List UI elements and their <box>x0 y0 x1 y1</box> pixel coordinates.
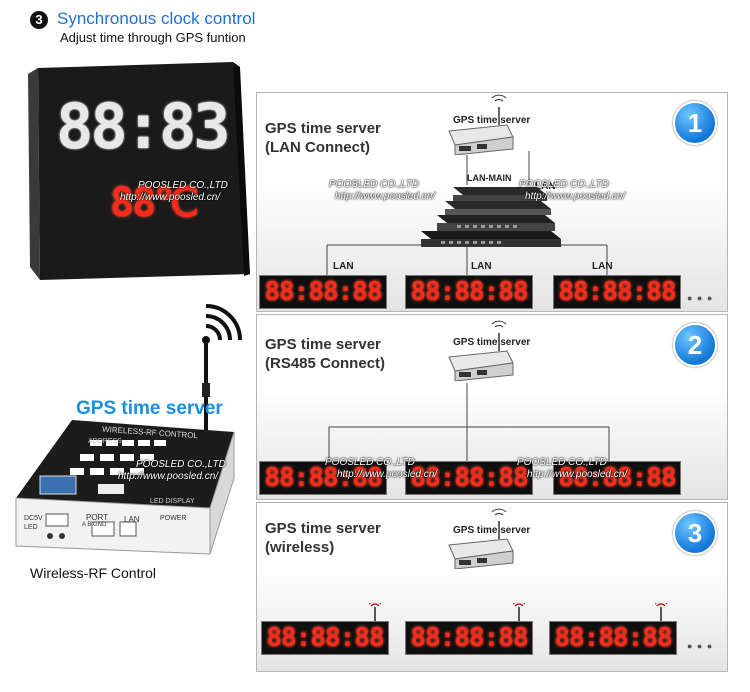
gps-server-device-icon <box>448 508 514 569</box>
led-clock-display: 88:88:88 <box>405 621 533 655</box>
step-number-badge: 3 <box>30 11 48 29</box>
device-dc5v-label: DC5V <box>24 515 43 522</box>
section-title: Synchronous clock control <box>57 9 256 28</box>
panel-wireless: GPS time server (wireless) 3 GPS time se… <box>256 502 728 672</box>
watermark-company: POOSLED CO.,LTD <box>519 179 609 190</box>
lan-label: LAN <box>592 261 613 272</box>
led-clock-display: 88:88:88 <box>261 621 389 655</box>
led-clock-display: 88:88:88 <box>405 275 533 309</box>
wireless-rf-device: WIRELESS-RF CONTROL ADDRESS DC5V LED POR… <box>10 418 242 558</box>
device-led-display-label: LED DISPLAY <box>150 498 195 505</box>
watermark-company: POOSLED CO.,LTD <box>138 180 228 191</box>
panel-number-badge: 1 <box>673 101 717 145</box>
led-clock-display: 88:88:88 <box>405 461 533 495</box>
panel-number-badge: 3 <box>673 511 717 555</box>
device-power-label: POWER <box>160 515 187 522</box>
led-clock-display: 88:88:88 <box>259 275 387 309</box>
gps-server-label: GPS time server <box>453 115 531 126</box>
panel-title: GPS time server (LAN Connect) <box>265 120 381 156</box>
watermark-url: http://www.poosled.cn/ <box>120 192 221 203</box>
gps-server-label: GPS time server <box>453 337 531 348</box>
lan-main-label: LAN-MAIN <box>467 173 512 183</box>
device-pins-label: A B GND <box>82 522 107 528</box>
gps-server-label: GPS time server <box>453 525 531 536</box>
gps-server-device-icon <box>448 320 514 381</box>
watermark-company: POOSLED CO.,LTD <box>325 457 415 468</box>
watermark-url: http://www.poosled.cn/ <box>337 469 438 480</box>
gps-server-device-icon <box>448 94 514 155</box>
lan-label: LAN <box>333 261 354 272</box>
led-clock-display: 88:88:88 <box>553 275 681 309</box>
device-lan-label: LAN <box>124 515 140 524</box>
watermark-url: http://www.poosled.cn/ <box>335 191 436 202</box>
panel-lan-connect: GPS time server (LAN Connect) 1 GPS time… <box>256 92 728 312</box>
panel-title: GPS time server (wireless) <box>265 520 381 556</box>
antenna-icon <box>513 603 525 621</box>
wireless-signal-icon <box>202 304 242 344</box>
more-indicator-dots: ● ● ● <box>687 641 714 651</box>
section-subtitle: Adjust time through GPS funtion <box>60 30 246 45</box>
watermark-url: http://www.poosled.cn/ <box>525 191 626 202</box>
watermark-company: POOSLED CO.,LTD <box>517 457 607 468</box>
wireless-rf-caption: Wireless-RF Control <box>30 565 157 581</box>
led-clock-display: 88:88:88 <box>553 461 681 495</box>
panel-number-badge: 2 <box>673 323 717 367</box>
watermark-url: http://www.poosled.cn/ <box>118 471 219 482</box>
led-clock-display: 88:88:88 <box>549 621 677 655</box>
antenna-icon <box>369 603 381 621</box>
device-port-label: PORT <box>86 513 109 522</box>
watermark-company: POOSLED CO.,LTD <box>329 179 419 190</box>
gps-time-server-label: GPS time server <box>76 398 223 419</box>
watermark-company: POOSLED CO.,LTD <box>136 459 226 470</box>
lan-label: LAN <box>471 261 492 272</box>
antenna-icon <box>202 343 210 433</box>
watermark-url: http://www.poosled.cn/ <box>527 469 628 480</box>
clock-display-photo: 88:83 88℃ <box>28 62 250 280</box>
led-clock-display: 88:88:88 <box>259 461 387 495</box>
device-address-label: ADDRESS <box>88 438 122 445</box>
panel-title: GPS time server (RS485 Connect) <box>265 336 386 372</box>
panel-rs485-connect: GPS time server (RS485 Connect) 2 GPS ti… <box>256 314 728 500</box>
clock-temperature-digits: 88℃ <box>110 180 199 226</box>
clock-time-digits: 88:83 <box>56 90 231 163</box>
antenna-icon <box>655 603 667 621</box>
network-switch-icon <box>421 187 561 247</box>
lan-top-label: LAN <box>535 181 556 192</box>
device-led-label: LED <box>24 524 38 531</box>
more-indicator-dots: ● ● ● <box>687 293 714 303</box>
